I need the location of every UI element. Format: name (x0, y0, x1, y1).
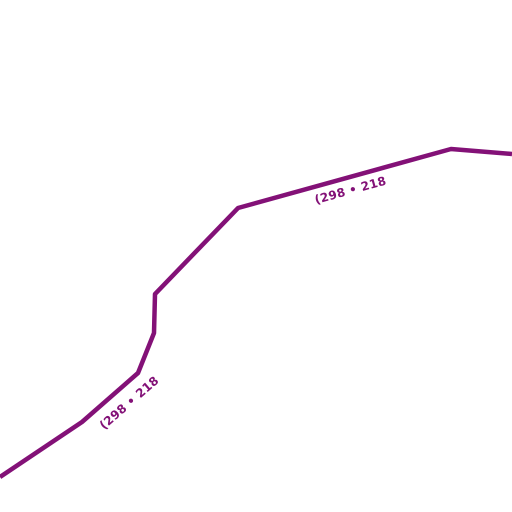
route-line[interactable] (0, 146, 512, 479)
